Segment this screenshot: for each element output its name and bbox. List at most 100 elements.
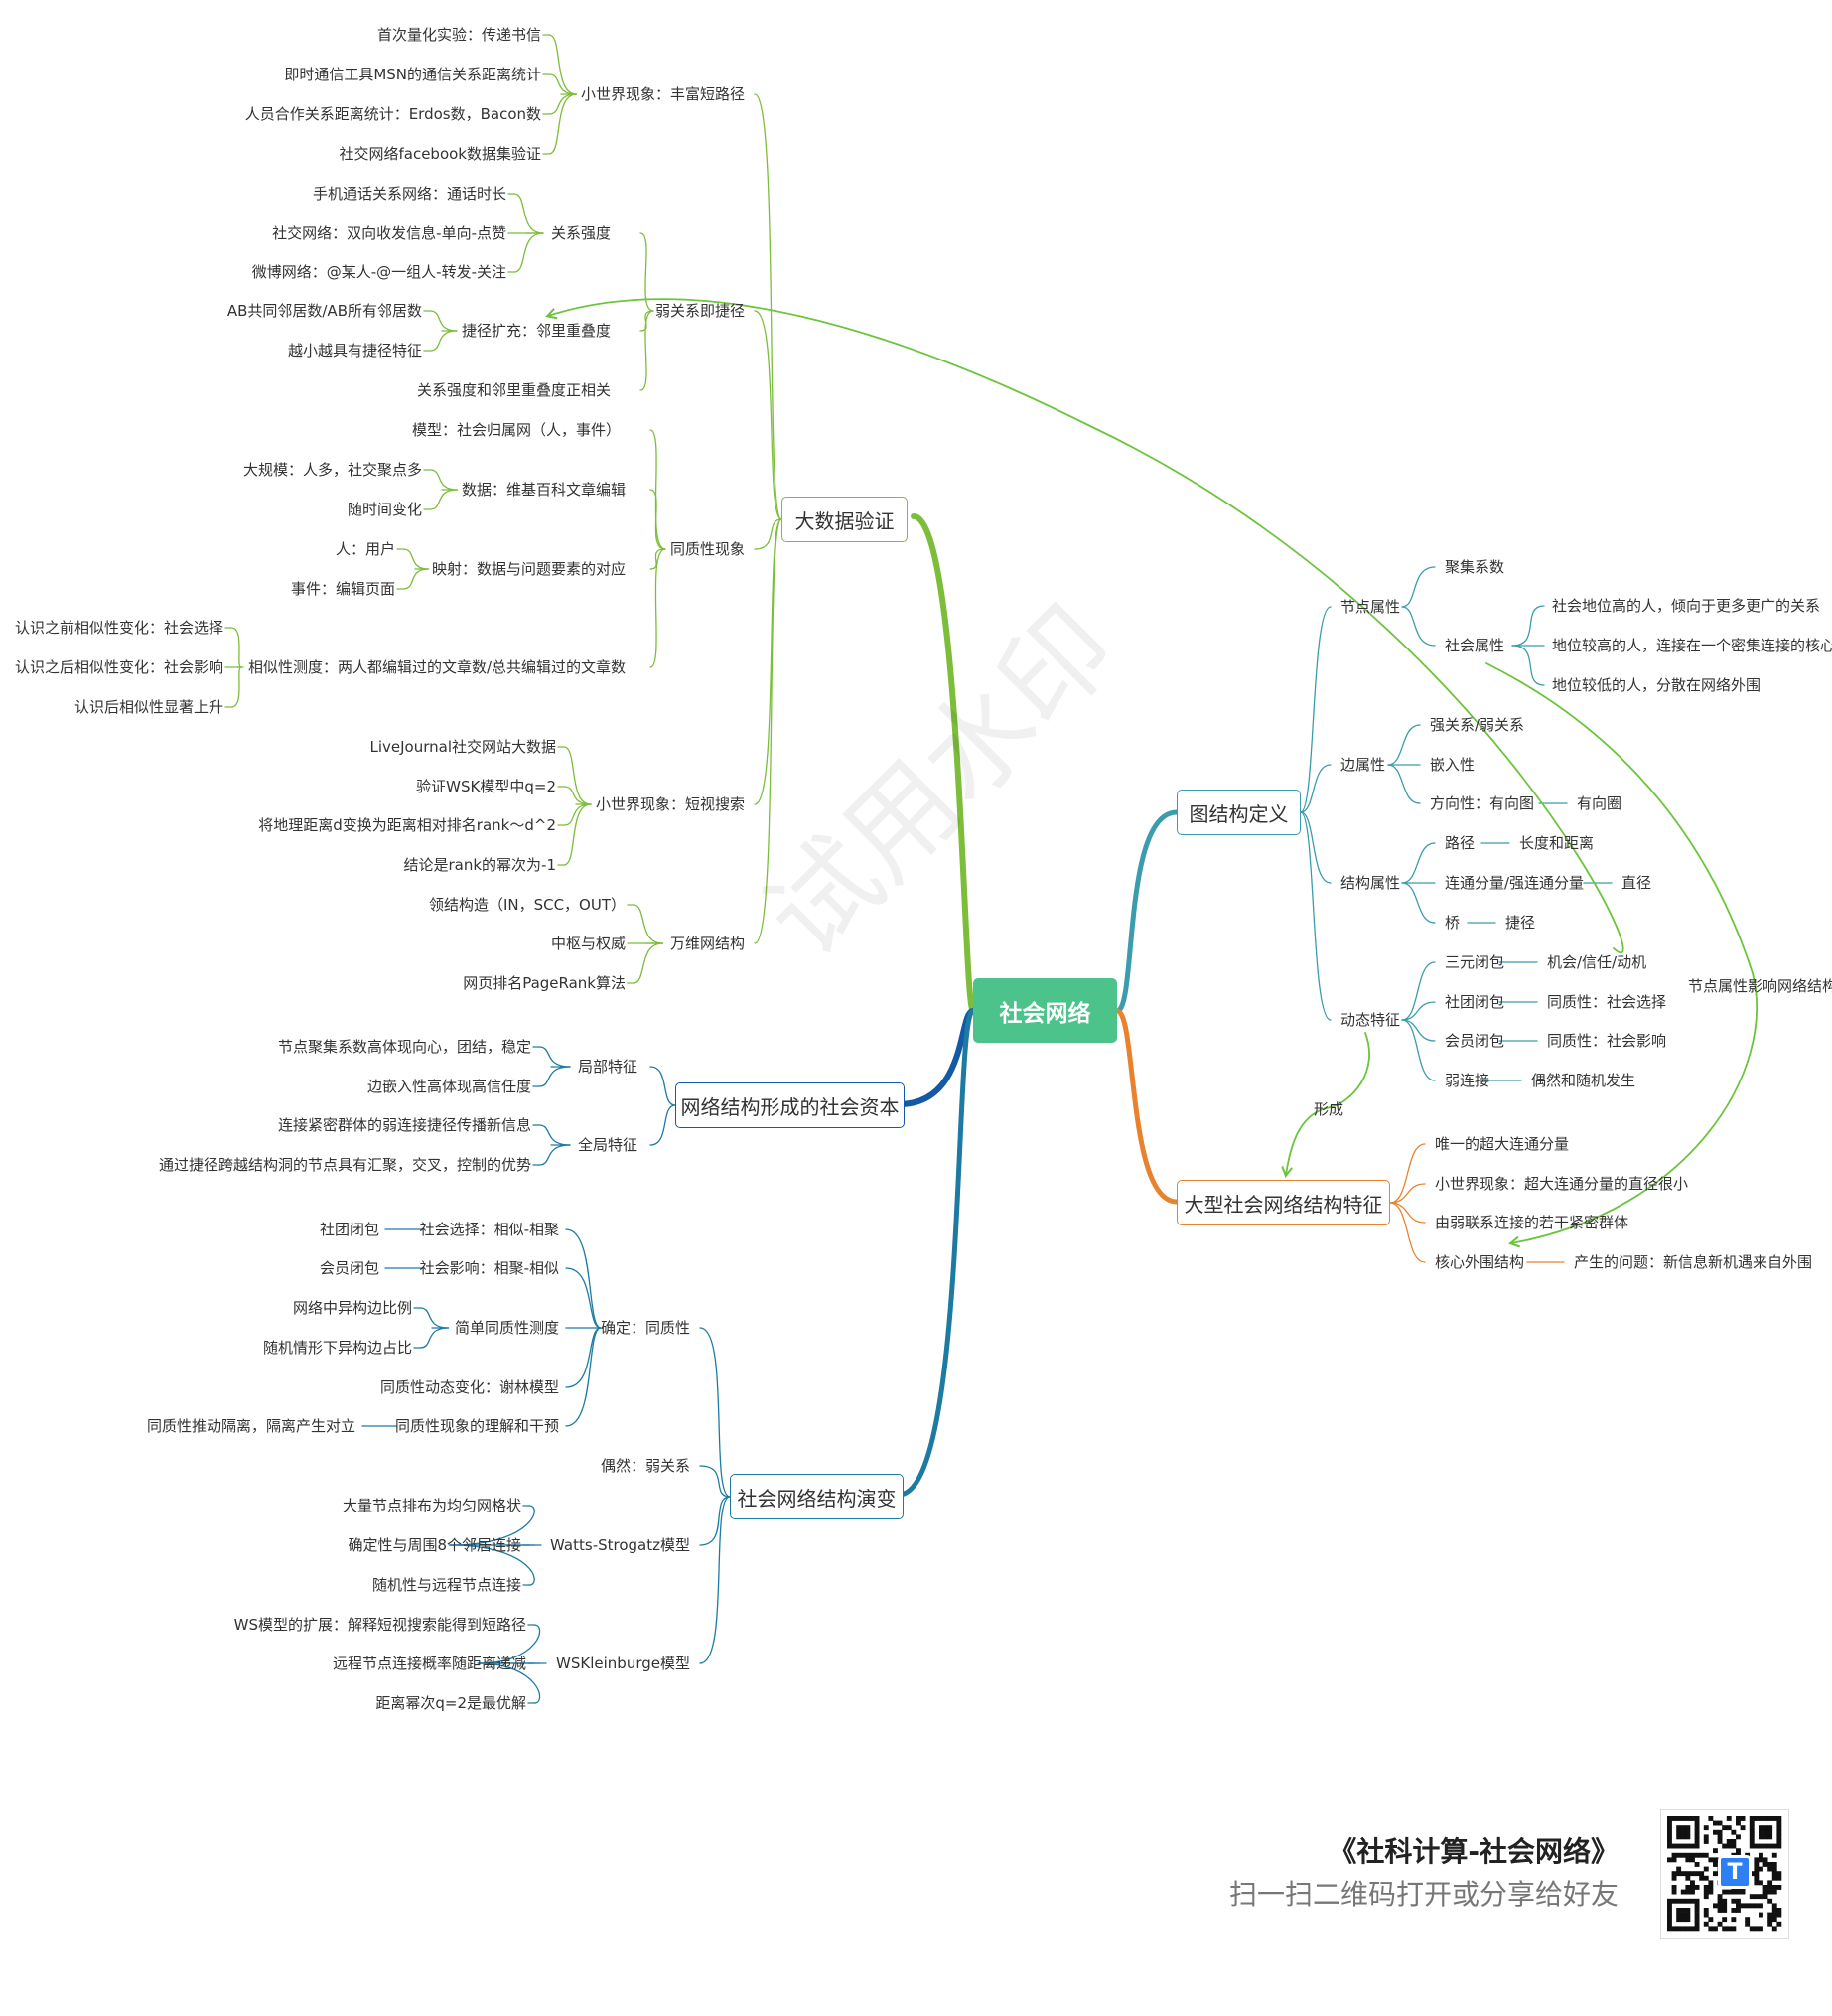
- node-dynamic-row[interactable]: 社团闭包: [1445, 993, 1505, 1011]
- leaf-node[interactable]: 确定性与周围8个邻居连接: [348, 1536, 521, 1554]
- node-homophily[interactable]: 同质性现象: [669, 540, 745, 558]
- leaf-node[interactable]: 长度和距离: [1519, 834, 1595, 852]
- leaf-node[interactable]: 领结构造（IN，SCC，OUT）: [428, 896, 626, 914]
- node-core-periphery[interactable]: 核心外围结构: [1435, 1253, 1525, 1271]
- leaf-node[interactable]: 网页排名PageRank算法: [463, 974, 626, 992]
- leaf-node[interactable]: 由弱联系连接的若干紧密群体: [1435, 1214, 1629, 1231]
- node-mapping[interactable]: 映射：数据与问题要素的对应: [431, 560, 626, 578]
- node-social-selection[interactable]: 社会选择：相似-相聚: [419, 1221, 559, 1238]
- node-dynamic-features[interactable]: 动态特征: [1340, 1011, 1401, 1029]
- leaf-node[interactable]: 强关系/弱关系: [1430, 716, 1525, 734]
- node-dynamic-row[interactable]: 会员闭包: [1445, 1032, 1505, 1050]
- leaf-node[interactable]: WS模型的扩展：解释短视搜索能得到短路径: [233, 1616, 526, 1634]
- leaf-node[interactable]: 产生的问题：新信息新机遇来自外围: [1574, 1253, 1813, 1271]
- node-node-attributes[interactable]: 节点属性: [1340, 598, 1401, 616]
- node-structure-attributes[interactable]: 结构属性: [1340, 874, 1401, 892]
- node-evolution[interactable]: 社会网络结构演变: [730, 1474, 904, 1519]
- leaf-node[interactable]: 大规模：人多，社交聚点多: [242, 461, 422, 479]
- leaf-node[interactable]: 结论是rank的幂次为-1: [403, 856, 556, 874]
- node-dynamic-row[interactable]: 三元闭包: [1445, 953, 1505, 971]
- leaf-node[interactable]: 地位较低的人，分散在网络外围: [1552, 676, 1762, 694]
- leaf-node[interactable]: 节点聚集系数高体现向心，团结，稳定: [277, 1038, 531, 1056]
- node-wsk-model[interactable]: WSKleinburge模型: [556, 1655, 690, 1672]
- leaf-node[interactable]: 验证WSK模型中q=2: [416, 778, 556, 795]
- leaf-node[interactable]: 边嵌入性高体现高信任度: [366, 1078, 531, 1095]
- node-intervention[interactable]: 同质性现象的理解和干预: [394, 1417, 559, 1435]
- node-social-capital[interactable]: 网络结构形成的社会资本: [675, 1082, 905, 1128]
- leaf-node[interactable]: 事件：编辑页面: [290, 580, 395, 598]
- leaf-node[interactable]: 有向圈: [1577, 794, 1622, 812]
- relation-label-formed[interactable]: 形成: [1314, 1100, 1344, 1118]
- leaf-node[interactable]: 即时通信工具MSN的通信关系距离统计: [284, 66, 541, 83]
- node-shortcut[interactable]: 捷径扩充：邻里重叠度: [461, 322, 611, 340]
- leaf-node[interactable]: 微博网络：@某人-@一组人-转发-关注: [251, 263, 506, 281]
- leaf-node[interactable]: 人：用户: [335, 540, 395, 558]
- leaf-node[interactable]: 社团闭包: [319, 1221, 379, 1238]
- node-myopic-search[interactable]: 小世界现象：短视搜索: [595, 795, 745, 813]
- leaf-node[interactable]: 远程节点连接概率随距离递减: [332, 1655, 526, 1672]
- node-structure-row[interactable]: 连通分量/强连通分量: [1445, 874, 1585, 892]
- leaf-node[interactable]: AB共同邻居数/AB所有邻居数: [226, 302, 422, 320]
- leaf-node[interactable]: 认识之后相似性变化：社会影响: [14, 658, 223, 676]
- leaf-node[interactable]: 会员闭包: [319, 1259, 379, 1277]
- leaf-node[interactable]: 同质性推动隔离，隔离产生对立: [146, 1417, 355, 1435]
- node-structure-row[interactable]: 路径: [1445, 834, 1476, 852]
- leaf-node[interactable]: 将地理距离d变换为距离相对排名rank～d^2: [258, 816, 556, 834]
- leaf-node[interactable]: 中枢与权威: [550, 935, 626, 952]
- leaf-node[interactable]: 首次量化实验：传递书信: [376, 26, 541, 44]
- node-chance[interactable]: 偶然：弱关系: [600, 1457, 690, 1475]
- node-dynamic-row[interactable]: 弱连接: [1445, 1072, 1490, 1089]
- leaf-node[interactable]: 捷径: [1505, 914, 1536, 932]
- leaf-node[interactable]: 认识后相似性显著上升: [73, 698, 223, 716]
- leaf-node[interactable]: 同质性动态变化：谢林模型: [379, 1378, 559, 1396]
- leaf-node[interactable]: 社交网络facebook数据集验证: [339, 145, 541, 163]
- leaf-node[interactable]: 认识之前相似性变化：社会选择: [14, 619, 223, 637]
- leaf-node[interactable]: 越小越具有捷径特征: [287, 342, 422, 360]
- leaf-node[interactable]: 随机性与远程节点连接: [371, 1576, 521, 1594]
- node-structure-row[interactable]: 桥: [1445, 914, 1461, 932]
- leaf-node[interactable]: 关系强度和邻里重叠度正相关: [416, 381, 611, 399]
- leaf-node[interactable]: 随机情形下异构边占比: [262, 1339, 412, 1357]
- node-local-features[interactable]: 局部特征: [577, 1058, 637, 1076]
- leaf-node[interactable]: 机会/信任/动机: [1547, 953, 1647, 971]
- leaf-node[interactable]: 聚集系数: [1445, 558, 1505, 576]
- node-global-features[interactable]: 全局特征: [577, 1136, 637, 1154]
- node-graph-definition[interactable]: 图结构定义: [1177, 790, 1301, 835]
- node-small-world-rich[interactable]: 小世界现象：丰富短路径: [580, 85, 745, 103]
- leaf-node[interactable]: 地位较高的人，连接在一个密集连接的核心: [1552, 637, 1832, 654]
- leaf-node[interactable]: 嵌入性: [1430, 756, 1476, 774]
- node-large-network[interactable]: 大型社会网络结构特征: [1177, 1180, 1390, 1225]
- leaf-node[interactable]: 唯一的超大连通分量: [1435, 1135, 1570, 1153]
- node-social-influence[interactable]: 社会影响：相聚-相似: [419, 1259, 559, 1277]
- leaf-node[interactable]: 同质性：社会选择: [1547, 993, 1667, 1011]
- leaf-node[interactable]: 连接紧密群体的弱连接捷径传播新信息: [277, 1116, 531, 1134]
- node-weak-ties[interactable]: 弱关系即捷径: [654, 302, 745, 320]
- node-simple-measure[interactable]: 简单同质性测度: [454, 1319, 559, 1337]
- node-watts-strogatz[interactable]: Watts-Strogatz模型: [550, 1536, 690, 1554]
- leaf-node[interactable]: 同质性：社会影响: [1547, 1032, 1667, 1050]
- leaf-node[interactable]: 大量节点排布为均匀网格状: [342, 1497, 521, 1514]
- leaf-node[interactable]: 偶然和随机发生: [1531, 1072, 1636, 1089]
- root-node[interactable]: 社会网络: [973, 978, 1117, 1043]
- node-data[interactable]: 数据：维基百科文章编辑: [461, 481, 626, 499]
- leaf-node[interactable]: LiveJournal社交网站大数据: [369, 738, 556, 756]
- node-deterministic[interactable]: 确定：同质性: [600, 1319, 690, 1337]
- node-direction[interactable]: 方向性：有向图: [1430, 794, 1535, 812]
- leaf-node[interactable]: 模型：社会归属网（人，事件）: [411, 421, 621, 439]
- leaf-node[interactable]: 手机通话关系网络：通话时长: [312, 185, 506, 203]
- leaf-node[interactable]: 随时间变化: [347, 501, 422, 518]
- node-social-attributes[interactable]: 社会属性: [1445, 637, 1505, 654]
- leaf-node[interactable]: 社交网络：双向收发信息-单向-点赞: [272, 224, 506, 242]
- node-tie-strength[interactable]: 关系强度: [550, 224, 611, 242]
- leaf-node[interactable]: 网络中异构边比例: [292, 1299, 412, 1317]
- leaf-node[interactable]: 社会地位高的人，倾向于更多更广的关系: [1552, 597, 1821, 615]
- leaf-node[interactable]: 直径: [1621, 874, 1652, 892]
- node-bigdata[interactable]: 大数据验证: [781, 497, 908, 542]
- leaf-node[interactable]: 距离幂次q=2是最优解: [375, 1694, 526, 1712]
- leaf-node[interactable]: 通过捷径跨越结构洞的节点具有汇聚，交叉，控制的优势: [158, 1156, 531, 1174]
- leaf-node[interactable]: 小世界现象：超大连通分量的直径很小: [1435, 1175, 1689, 1193]
- node-web-structure[interactable]: 万维网结构: [669, 935, 745, 952]
- leaf-node[interactable]: 人员合作关系距离统计：Erdos数，Bacon数: [244, 105, 541, 123]
- node-similarity[interactable]: 相似性测度：两人都编辑过的文章数/总共编辑过的文章数: [247, 658, 626, 676]
- node-edge-attributes[interactable]: 边属性: [1340, 756, 1386, 774]
